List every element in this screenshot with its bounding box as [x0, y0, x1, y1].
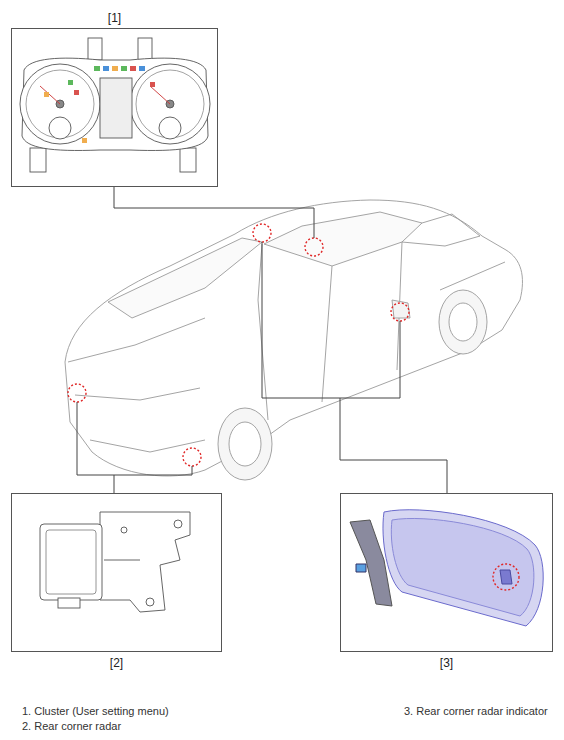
mirror-drawing — [391, 518, 534, 616]
car-outline — [65, 200, 522, 476]
car-outline — [322, 266, 332, 402]
radar-drawing — [40, 512, 190, 612]
cluster-drawing — [94, 66, 100, 71]
inset-number: [1] — [108, 11, 121, 25]
cluster-drawing — [121, 66, 127, 71]
cluster-drawing — [130, 64, 210, 144]
radar-drawing — [104, 560, 140, 561]
cluster-drawing — [30, 148, 46, 172]
highlight-circle — [253, 224, 271, 242]
radar-drawing — [174, 520, 182, 528]
cluster-drawing — [112, 66, 118, 71]
inset-box: [3] — [340, 493, 553, 652]
cluster-drawing — [20, 64, 100, 144]
highlight-circle — [305, 238, 323, 256]
cluster-drawing — [138, 38, 152, 60]
leader-line — [77, 402, 192, 475]
cluster-drawing — [150, 82, 155, 87]
cluster-drawing — [26, 70, 94, 138]
leader-line — [114, 475, 115, 493]
car-outline — [65, 200, 522, 480]
part-caption: 2. Rear corner radar — [22, 720, 121, 733]
cluster-drawing — [40, 86, 60, 104]
highlight-circle — [391, 303, 409, 321]
car-outline — [258, 244, 268, 420]
mirror-drawing — [383, 510, 543, 626]
car-outline — [68, 318, 205, 362]
highlight-circle — [68, 384, 86, 402]
cluster-drawing — [139, 66, 145, 71]
inset-number: [3] — [440, 656, 453, 670]
car-outline — [229, 422, 261, 466]
cluster-drawing — [180, 148, 196, 172]
car-outline — [108, 238, 262, 318]
car-outline — [449, 303, 477, 341]
cluster-drawing — [100, 78, 132, 138]
car-outline — [439, 290, 487, 354]
cluster-drawing — [68, 80, 73, 85]
mirror-drawing — [350, 510, 543, 626]
car-outline — [264, 212, 422, 266]
cluster-drawing — [150, 86, 170, 104]
inset-box: [2] — [11, 493, 222, 652]
cluster-drawing — [136, 70, 204, 138]
radar-drawing — [121, 527, 127, 533]
cluster-drawing — [82, 138, 87, 143]
inset-number: [2] — [110, 656, 123, 670]
cluster-drawing — [88, 38, 102, 60]
radar-drawing — [46, 530, 96, 594]
leader-line — [262, 242, 400, 398]
leader-line — [77, 187, 447, 493]
cluster-drawing — [159, 117, 181, 139]
leader-line — [114, 187, 314, 238]
leader-line — [340, 398, 447, 493]
cluster-drawing — [44, 92, 49, 97]
mirror-drawing — [500, 570, 512, 584]
cluster-drawing — [103, 66, 109, 71]
mirror-drawing — [356, 564, 366, 572]
radar-drawing — [100, 512, 190, 612]
part-caption: 3. Rear corner radar indicator — [404, 705, 548, 718]
cluster-drawing — [20, 38, 210, 172]
cluster-drawing — [74, 90, 79, 95]
highlight-circle — [493, 564, 519, 590]
radar-drawing — [40, 524, 102, 600]
cluster-drawing — [49, 117, 71, 139]
car-outline — [90, 440, 205, 452]
highlight-circle — [183, 448, 201, 466]
radar-drawing — [58, 598, 80, 608]
car-outline — [392, 300, 410, 318]
radar-drawing — [146, 598, 154, 606]
part-caption: 1. Cluster (User setting menu) — [22, 705, 169, 718]
car-outline — [402, 214, 480, 246]
car-outline — [440, 262, 505, 290]
highlight-circle — [68, 224, 519, 590]
car-outline — [218, 408, 272, 480]
inset-box: [1] — [11, 28, 218, 187]
car-outline — [75, 388, 200, 400]
cluster-drawing — [130, 66, 136, 71]
